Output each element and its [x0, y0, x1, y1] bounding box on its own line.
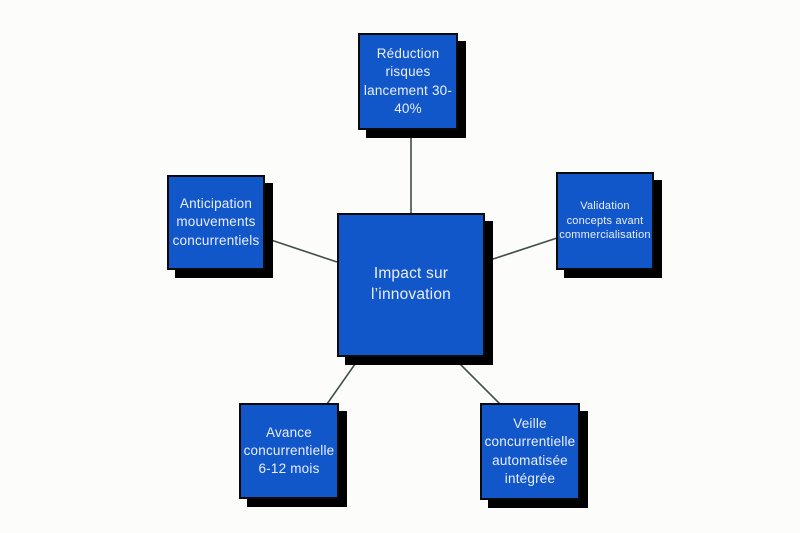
node-validation-concepts: Validation concepts avant commercialisat…	[556, 172, 654, 270]
connector-center-left	[267, 238, 338, 263]
connector-center-bottom-right	[452, 356, 501, 405]
connector-center-bottom-left	[326, 356, 361, 405]
node-veille-concurrentielle: Veille concurrentielle automatisée intég…	[480, 403, 580, 500]
connector-center-right	[486, 237, 558, 262]
node-avance-concurrentielle: Avance concurrentielle 6-12 mois	[239, 403, 339, 499]
node-reduction-risques: Réduction risques lancement 30- 40%	[358, 33, 458, 130]
node-impact-innovation: Impact sur l’innovation	[337, 213, 485, 357]
node-anticipation-mouvements: Anticipation mouvements concurrentiels	[167, 175, 265, 270]
